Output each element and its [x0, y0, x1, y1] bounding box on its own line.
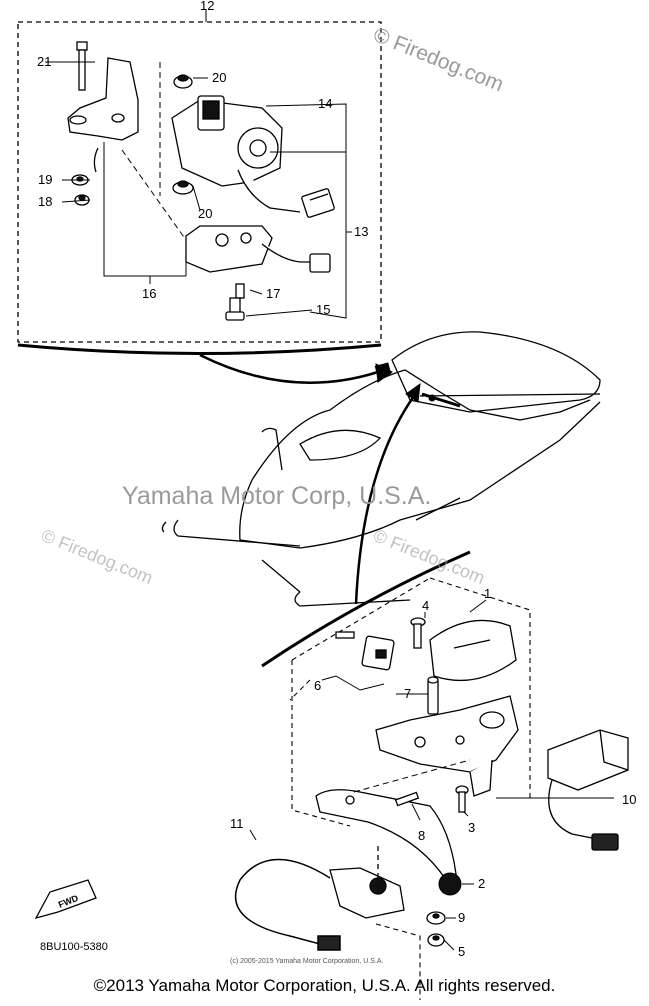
kill-switch-6	[335, 631, 395, 671]
callout-20-bottom: 20	[198, 206, 212, 221]
screw-17	[235, 283, 245, 299]
top-leader-lines	[45, 61, 352, 319]
callout-20-top: 20	[212, 70, 226, 85]
screw-3	[455, 785, 469, 813]
callout-1: 1	[484, 586, 491, 601]
watermark-firedog-mid: © Firedog.com	[371, 525, 488, 588]
connector-14	[301, 188, 335, 218]
callout-8: 8	[418, 828, 425, 843]
callout-2: 2	[478, 876, 485, 891]
nut-18	[74, 194, 90, 206]
screw-8-pivot	[394, 791, 420, 807]
callout-17: 17	[266, 286, 280, 301]
sensor-unit-16	[185, 225, 331, 273]
throttle-housing	[375, 695, 519, 797]
snowmobile-outline	[161, 331, 601, 607]
watermark-firedog-left: © Firedog.com	[39, 525, 156, 588]
callout-19: 19	[38, 172, 52, 187]
watermark-small-copyright: (c) 2005-2015 Yamaha Motor Corporation, …	[230, 958, 383, 965]
mount-bracket	[67, 57, 139, 173]
watermark-firedog-top: © Firedog.com	[370, 23, 507, 96]
callout-7: 7	[404, 686, 411, 701]
switch-14	[171, 95, 301, 213]
screw-4	[410, 617, 426, 649]
callout-16: 16	[142, 286, 156, 301]
watermark-yamaha: Yamaha Motor Corp, U.S.A.	[122, 482, 431, 510]
grommet-20-bottom	[172, 180, 194, 195]
bolt-21	[76, 41, 88, 91]
lower-leader-lines	[249, 599, 614, 951]
grommet-20-top	[173, 74, 193, 89]
throttle-cover	[429, 619, 517, 682]
cable-end-housing	[329, 846, 405, 919]
location-arrows	[199, 353, 416, 605]
callout-3: 3	[468, 820, 475, 835]
callout-6: 6	[314, 678, 321, 693]
nut-5	[427, 933, 445, 947]
callout-9: 9	[458, 910, 465, 925]
callout-18: 18	[38, 194, 52, 209]
screw-15	[225, 297, 245, 321]
throttle-cable-11	[234, 858, 341, 951]
footer-copyright: ©2013 Yamaha Motor Corporation, U.S.A. A…	[93, 976, 556, 995]
throttle-lever-8	[315, 789, 457, 881]
callout-11: 11	[230, 816, 244, 831]
section-separator	[261, 550, 471, 668]
drawing-code: 8BU100-5380	[40, 941, 108, 953]
callout-13: 13	[354, 224, 368, 239]
throttle-sensor-10	[547, 729, 629, 851]
callout-14: 14	[318, 96, 332, 111]
fwd-arrow-badge: FWD	[34, 879, 97, 920]
callout-12: 12	[200, 0, 214, 13]
assembly-1-box	[291, 577, 531, 1000]
pin-7	[427, 676, 439, 715]
callout-4: 4	[422, 598, 429, 613]
assembly-12-box	[17, 21, 382, 355]
callout-5: 5	[458, 944, 465, 959]
callout-21: 21	[37, 54, 51, 69]
throttle-location-marker	[421, 392, 461, 408]
washer-9	[426, 911, 446, 925]
switch-location-marker	[374, 362, 392, 378]
callout-15: 15	[316, 302, 330, 317]
callout-10: 10	[622, 792, 636, 807]
lever-knob-2	[438, 872, 462, 896]
